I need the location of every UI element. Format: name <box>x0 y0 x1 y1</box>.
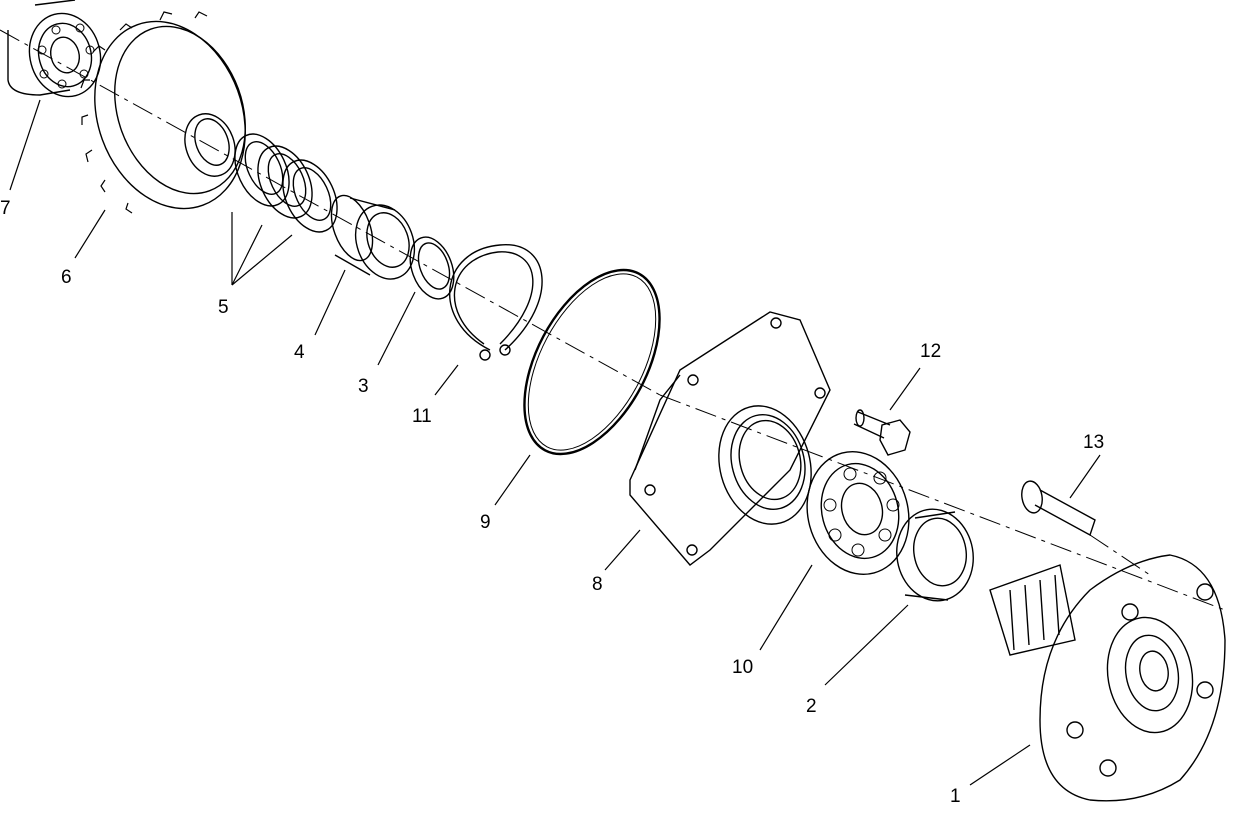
part-9-o-ring <box>523 268 661 456</box>
part-1-flange-shaft <box>989 554 1226 802</box>
callout-12: 12 <box>920 341 941 362</box>
callout-3: 3 <box>358 376 369 397</box>
part-8-housing <box>629 311 831 566</box>
callout-labels: 7 6 5 4 3 11 9 8 10 2 1 12 13 <box>0 198 1104 807</box>
leader-lines <box>9 99 1101 786</box>
callout-8: 8 <box>592 574 603 595</box>
part-13-stud <box>1021 480 1096 537</box>
part-2-spacer <box>896 508 974 602</box>
callout-2: 2 <box>806 696 817 717</box>
callout-10: 10 <box>732 657 753 678</box>
part-12-bolt <box>853 409 911 456</box>
part-6-gear <box>80 11 246 214</box>
callout-6: 6 <box>61 267 72 288</box>
callout-7: 7 <box>0 198 11 219</box>
callout-13: 13 <box>1083 432 1104 453</box>
part-4-bushing <box>330 194 416 280</box>
callout-11: 11 <box>412 406 432 427</box>
callout-9: 9 <box>480 512 491 533</box>
part-11-snap-ring <box>449 244 543 361</box>
part-10-ball-bearing <box>806 451 910 575</box>
callout-1: 1 <box>950 786 961 807</box>
center-axis-line <box>0 29 1226 611</box>
callout-4: 4 <box>294 342 305 363</box>
part-3-split-ring <box>409 236 455 300</box>
callout-5: 5 <box>218 297 229 318</box>
part-5-shims <box>234 133 338 233</box>
